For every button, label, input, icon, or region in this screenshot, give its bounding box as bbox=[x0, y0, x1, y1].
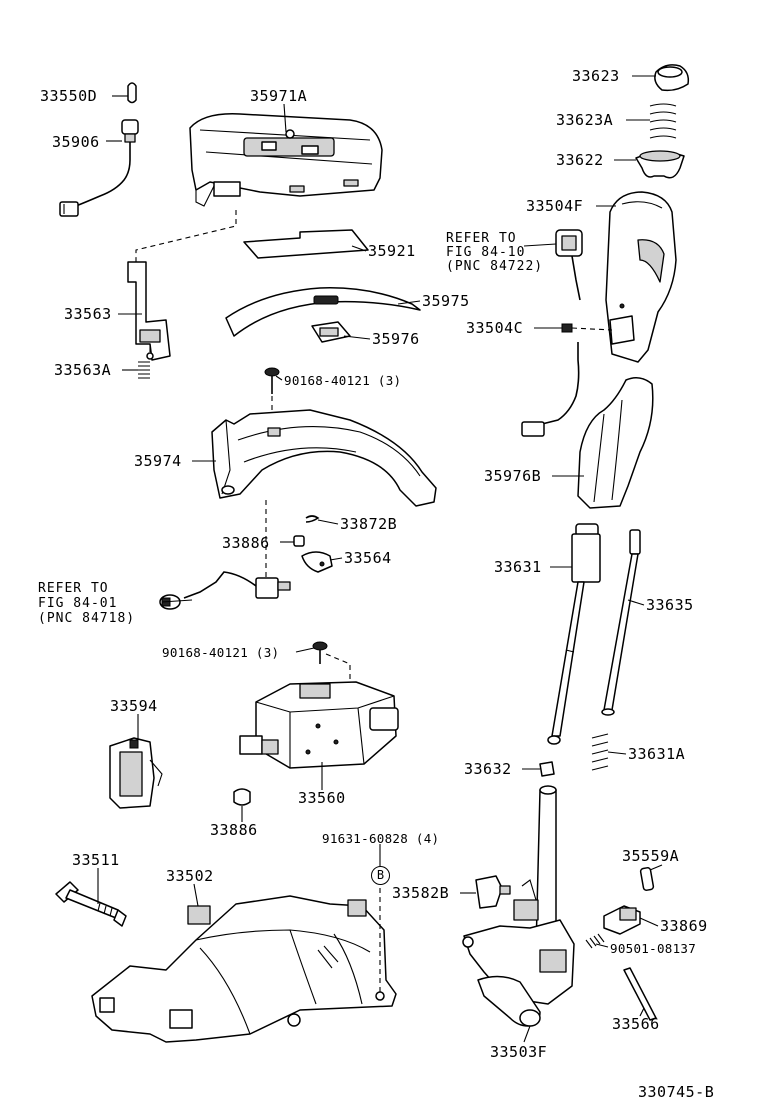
callout-label: 90168-40121 (3) bbox=[162, 645, 280, 660]
callout-label: 35976 bbox=[372, 330, 420, 348]
leader-lines bbox=[97, 75, 663, 1043]
callout-label: 35921 bbox=[368, 242, 416, 260]
part-detent-clip bbox=[475, 875, 511, 909]
reference-note-line: (PNC 84722) bbox=[446, 259, 544, 274]
callout-label: 33631A bbox=[628, 745, 686, 763]
part-shift-rod bbox=[547, 523, 601, 745]
callout-label: 35975 bbox=[422, 292, 470, 310]
callout-label: 33564 bbox=[344, 549, 392, 567]
part-knob-clip bbox=[561, 323, 573, 333]
part-rod-spring bbox=[591, 733, 609, 771]
callout-label: 33886 bbox=[210, 821, 258, 839]
callout-label: 33631 bbox=[494, 558, 542, 576]
part-shift-knob bbox=[605, 191, 677, 363]
part-bolt bbox=[55, 881, 127, 927]
callout-label: 35974 bbox=[134, 452, 182, 470]
callout-label: 33886 bbox=[222, 534, 270, 552]
diagram-id: 330745-B bbox=[638, 1083, 715, 1101]
callout-label: 90501-08137 bbox=[610, 941, 697, 956]
callout-label: 33504F bbox=[526, 197, 584, 215]
part-switch-wire bbox=[159, 571, 291, 610]
callout-label: 35559A bbox=[622, 847, 680, 865]
part-small-spring bbox=[585, 933, 605, 949]
callout-label: 33503F bbox=[490, 1043, 548, 1061]
callout-label: 90168-40121 (3) bbox=[284, 373, 402, 388]
callout-label: 33594 bbox=[110, 697, 158, 715]
reference-note-line: FIG 84-01 bbox=[38, 596, 118, 611]
part-spring-small bbox=[138, 361, 150, 379]
callout-label: 33635 bbox=[646, 596, 694, 614]
callout-label: 33623 bbox=[572, 67, 620, 85]
part-small-plate bbox=[311, 321, 351, 343]
part-knob-collar bbox=[635, 150, 685, 179]
callout-label: 33504C bbox=[466, 319, 524, 337]
part-small-switch bbox=[603, 905, 641, 935]
part-clip bbox=[305, 515, 320, 523]
part-boot bbox=[577, 377, 654, 509]
callout-label: 35976B bbox=[484, 467, 542, 485]
callout-label: 33563 bbox=[64, 305, 112, 323]
part-side-bracket bbox=[109, 737, 163, 809]
callout-label: 35971A bbox=[250, 87, 308, 105]
reference-note-line: (PNC 84718) bbox=[38, 611, 136, 626]
callout-label: 35906 bbox=[52, 133, 100, 151]
part-knob-spring bbox=[649, 103, 677, 139]
circle-marker-b: B bbox=[371, 866, 390, 885]
callout-label: 91631-60828 (4) bbox=[322, 831, 440, 846]
callout-label: 33566 bbox=[612, 1015, 660, 1033]
reference-note-line: REFER TO bbox=[446, 231, 517, 246]
callout-label: 33632 bbox=[464, 760, 512, 778]
callout-label: 33623A bbox=[556, 111, 614, 129]
part-upper-cover bbox=[189, 113, 383, 207]
part-bushing-lower bbox=[233, 788, 251, 806]
part-lever bbox=[301, 551, 333, 573]
part-pin-small bbox=[639, 867, 655, 891]
part-socket-wire bbox=[59, 119, 139, 217]
callout-label: 33511 bbox=[72, 851, 120, 869]
part-screw-upper bbox=[264, 367, 280, 394]
part-rod-bushing bbox=[539, 761, 555, 777]
part-bulb bbox=[127, 82, 137, 104]
part-solenoid-block bbox=[239, 681, 399, 769]
reference-note-line: FIG 84-10 bbox=[446, 245, 526, 260]
part-plate bbox=[243, 229, 369, 259]
callout-label: 33869 bbox=[660, 917, 708, 935]
part-knob-cap bbox=[654, 64, 690, 92]
part-screw-lower bbox=[312, 641, 328, 664]
callout-label: 33582B bbox=[392, 884, 450, 902]
part-knob-connector bbox=[555, 229, 583, 301]
part-pin-long bbox=[623, 967, 657, 1021]
part-slide-cover bbox=[225, 287, 421, 337]
callout-label: 33560 bbox=[298, 789, 346, 807]
part-bushing-upper bbox=[293, 535, 305, 547]
part-housing bbox=[211, 409, 437, 507]
callout-label: 33872B bbox=[340, 515, 398, 533]
callout-label: 33563A bbox=[54, 361, 112, 379]
part-bracket-switch bbox=[127, 261, 171, 361]
callout-label: 33550D bbox=[40, 87, 98, 105]
callout-label: 33622 bbox=[556, 151, 604, 169]
callout-label: 33502 bbox=[166, 867, 214, 885]
part-base-housing bbox=[91, 895, 397, 1043]
part-release-rod bbox=[601, 529, 641, 716]
reference-note-line: REFER TO bbox=[38, 581, 109, 596]
part-knob-wire bbox=[521, 342, 580, 437]
